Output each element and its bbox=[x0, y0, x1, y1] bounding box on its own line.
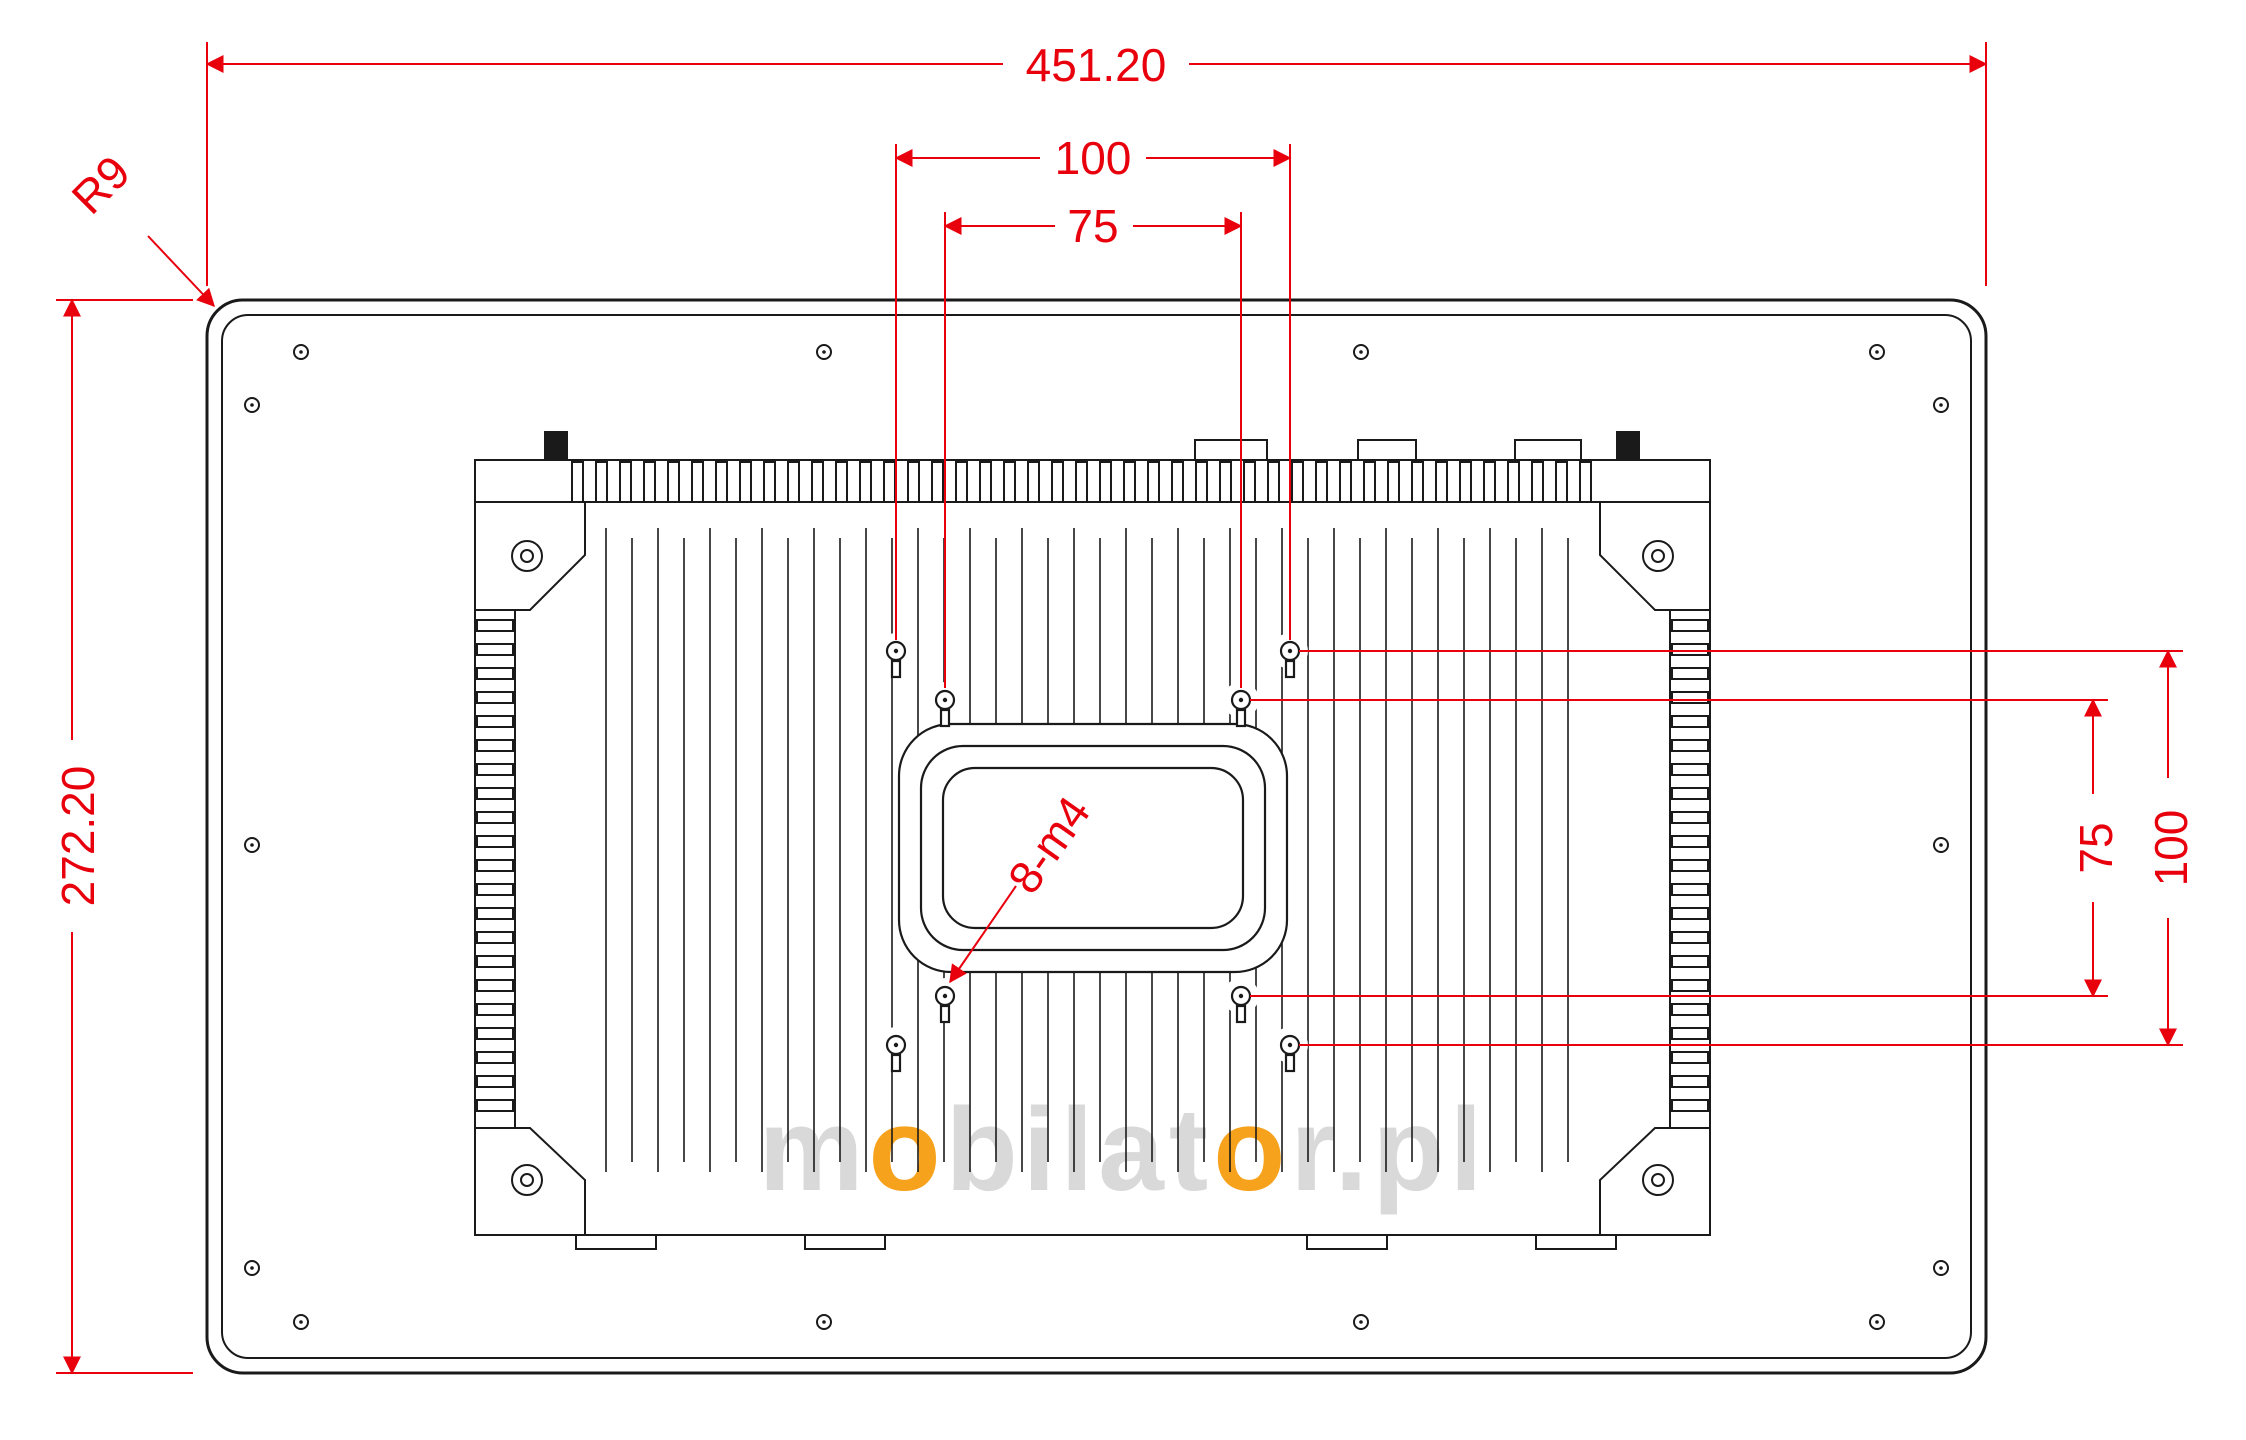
center-cutout bbox=[897, 722, 1289, 974]
connector-port bbox=[1514, 439, 1582, 461]
connector-port bbox=[1357, 439, 1417, 461]
dim-label-corner-radius: R9 bbox=[62, 146, 140, 224]
dim-overall-width: 451.20 bbox=[205, 36, 1988, 286]
dim-vesa-height-75: 75 bbox=[1250, 698, 2124, 998]
dim-label-overall-width: 451.20 bbox=[1026, 39, 1167, 91]
dim-label-overall-height: 272.20 bbox=[52, 766, 104, 907]
connector-port bbox=[1194, 439, 1268, 461]
top-edge-ports bbox=[544, 431, 1640, 461]
perimeter-screws bbox=[244, 344, 1949, 1330]
dimension-annotations: 451.20 100 75 R9 bbox=[46, 36, 2199, 1375]
heatsink-assembly bbox=[474, 459, 1711, 1250]
antenna-knob-left bbox=[544, 431, 568, 461]
dim-corner-radius: R9 bbox=[62, 146, 215, 308]
antenna-knob-right bbox=[1616, 431, 1640, 461]
bottom-feet bbox=[575, 1234, 1617, 1250]
device-outline bbox=[205, 298, 1988, 1375]
watermark-o1: o bbox=[868, 1084, 946, 1216]
watermark-text: m bbox=[758, 1084, 869, 1216]
heatsink-top-fins bbox=[571, 461, 1592, 503]
corner-brackets bbox=[474, 501, 1711, 1235]
dim-vesa-width-75: 75 bbox=[943, 200, 1243, 688]
watermark-o2: o bbox=[1213, 1084, 1291, 1216]
watermark-text: bilat bbox=[945, 1084, 1214, 1216]
vesa-mount-holes bbox=[878, 633, 1308, 1073]
dim-vesa-width-100: 100 bbox=[894, 132, 1292, 640]
dim-vesa-height-100: 100 bbox=[1299, 649, 2199, 1047]
dim-label-vesa-width-100: 100 bbox=[1055, 132, 1132, 184]
heatsink-side-fins bbox=[476, 619, 1709, 1112]
dim-label-vesa-width-75: 75 bbox=[1067, 200, 1118, 252]
dim-label-vesa-height-100: 100 bbox=[2145, 810, 2197, 887]
dim-label-vesa-height-75: 75 bbox=[2070, 822, 2122, 873]
dim-overall-height: 272.20 bbox=[46, 298, 193, 1375]
